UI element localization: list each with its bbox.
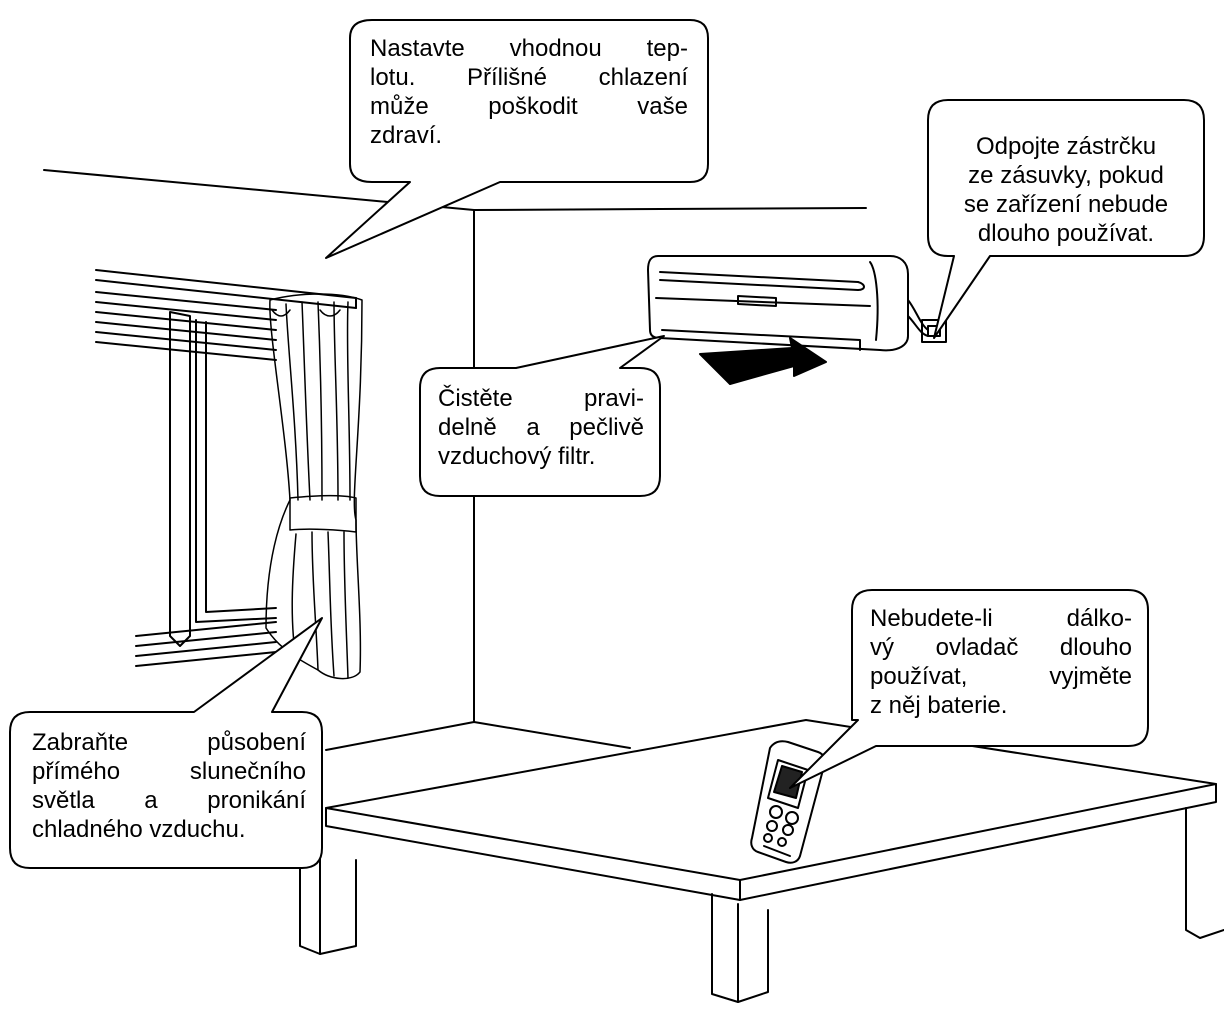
- callout-line: z něj baterie.: [870, 691, 1132, 720]
- air-conditioner-unit: [648, 256, 946, 350]
- callout-line: používat, vyjměte: [870, 662, 1132, 691]
- callout-line: vzduchový filtr.: [438, 442, 644, 471]
- callout-line: Čistěte pravi-: [438, 384, 644, 413]
- callout-line: zdraví.: [370, 121, 688, 150]
- table: [300, 720, 1224, 1002]
- callout-line: světla a pronikání: [32, 786, 306, 815]
- airflow-arrow: [700, 338, 826, 384]
- callout-remote-text: Nebudete-li dálko- vý ovladač dlouho pou…: [870, 604, 1132, 720]
- window-frame: [96, 270, 356, 666]
- remote-control: [751, 741, 825, 863]
- callout-sunlight-text: Zabraňte působení přímého slunečního svě…: [32, 728, 306, 844]
- callout-line: Nastavte vhodnou tep-: [370, 34, 688, 63]
- callout-line: se zařízení nebude: [934, 190, 1198, 219]
- callout-line: přímého slunečního: [32, 757, 306, 786]
- callout-line: Nebudete-li dálko-: [870, 604, 1132, 633]
- callout-line: Odpojte zástrčku: [934, 132, 1198, 161]
- callout-unplug-text: Odpojte zástrčku ze zásuvky, pokud se za…: [934, 132, 1198, 248]
- callout-line: může poškodit vaše: [370, 92, 688, 121]
- callout-line: Zabraňte působení: [32, 728, 306, 757]
- callout-line: vý ovladač dlouho: [870, 633, 1132, 662]
- callout-temperature-text: Nastavte vhodnou tep- lotu. Přílišné chl…: [370, 34, 688, 150]
- callout-line: ze zásuvky, pokud: [934, 161, 1198, 190]
- callout-line: chladného vzduchu.: [32, 815, 306, 844]
- callout-line: delně a pečlivě: [438, 413, 644, 442]
- callout-line: dlouho používat.: [934, 219, 1198, 248]
- callout-line: lotu. Přílišné chlazení: [370, 63, 688, 92]
- callout-filter-text: Čistěte pravi- delně a pečlivě vzduchový…: [438, 384, 644, 471]
- curtain: [266, 294, 362, 679]
